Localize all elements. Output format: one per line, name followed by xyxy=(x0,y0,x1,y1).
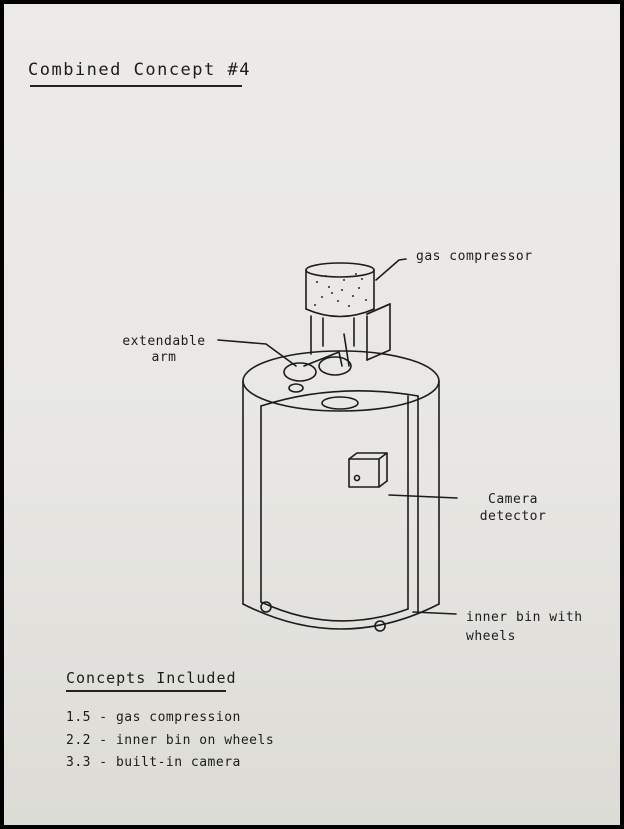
pointer-camera xyxy=(389,495,457,498)
pointer-arm xyxy=(218,340,296,366)
side-box-top xyxy=(367,304,390,314)
lid-opening-small xyxy=(289,384,303,392)
lid-opening-center xyxy=(322,397,358,409)
compressor-bottom xyxy=(306,309,374,317)
inner-bin-label: inner bin with wheels xyxy=(466,608,596,646)
inner-bin-rim xyxy=(261,391,418,406)
camera-detector-label: Camera detector xyxy=(464,491,562,525)
bin-sketch xyxy=(4,4,620,825)
pointer-gas xyxy=(376,259,406,280)
concept-item: 2.2 - inner bin on wheels xyxy=(66,733,274,748)
inner-bin-base xyxy=(261,602,408,621)
gas-compressor-label: gas compressor xyxy=(416,249,533,264)
arm-rod xyxy=(344,334,349,366)
arm-ring-right xyxy=(319,357,351,375)
concepts-underline xyxy=(66,690,226,692)
camera-box-top xyxy=(349,453,387,459)
concept-item: 1.5 - gas compression xyxy=(66,710,241,725)
concept-item: 3.3 - built-in camera xyxy=(66,755,241,770)
compressor-top xyxy=(306,263,374,277)
paper-sheet: Combined Concept #4 xyxy=(4,4,620,825)
concepts-heading: Concepts Included xyxy=(66,669,237,687)
arm-link xyxy=(304,352,342,366)
arm-ring-left xyxy=(284,363,316,381)
camera-box xyxy=(349,459,379,487)
extendable-arm-label: extendable arm xyxy=(116,334,212,366)
camera-lens xyxy=(355,476,360,481)
